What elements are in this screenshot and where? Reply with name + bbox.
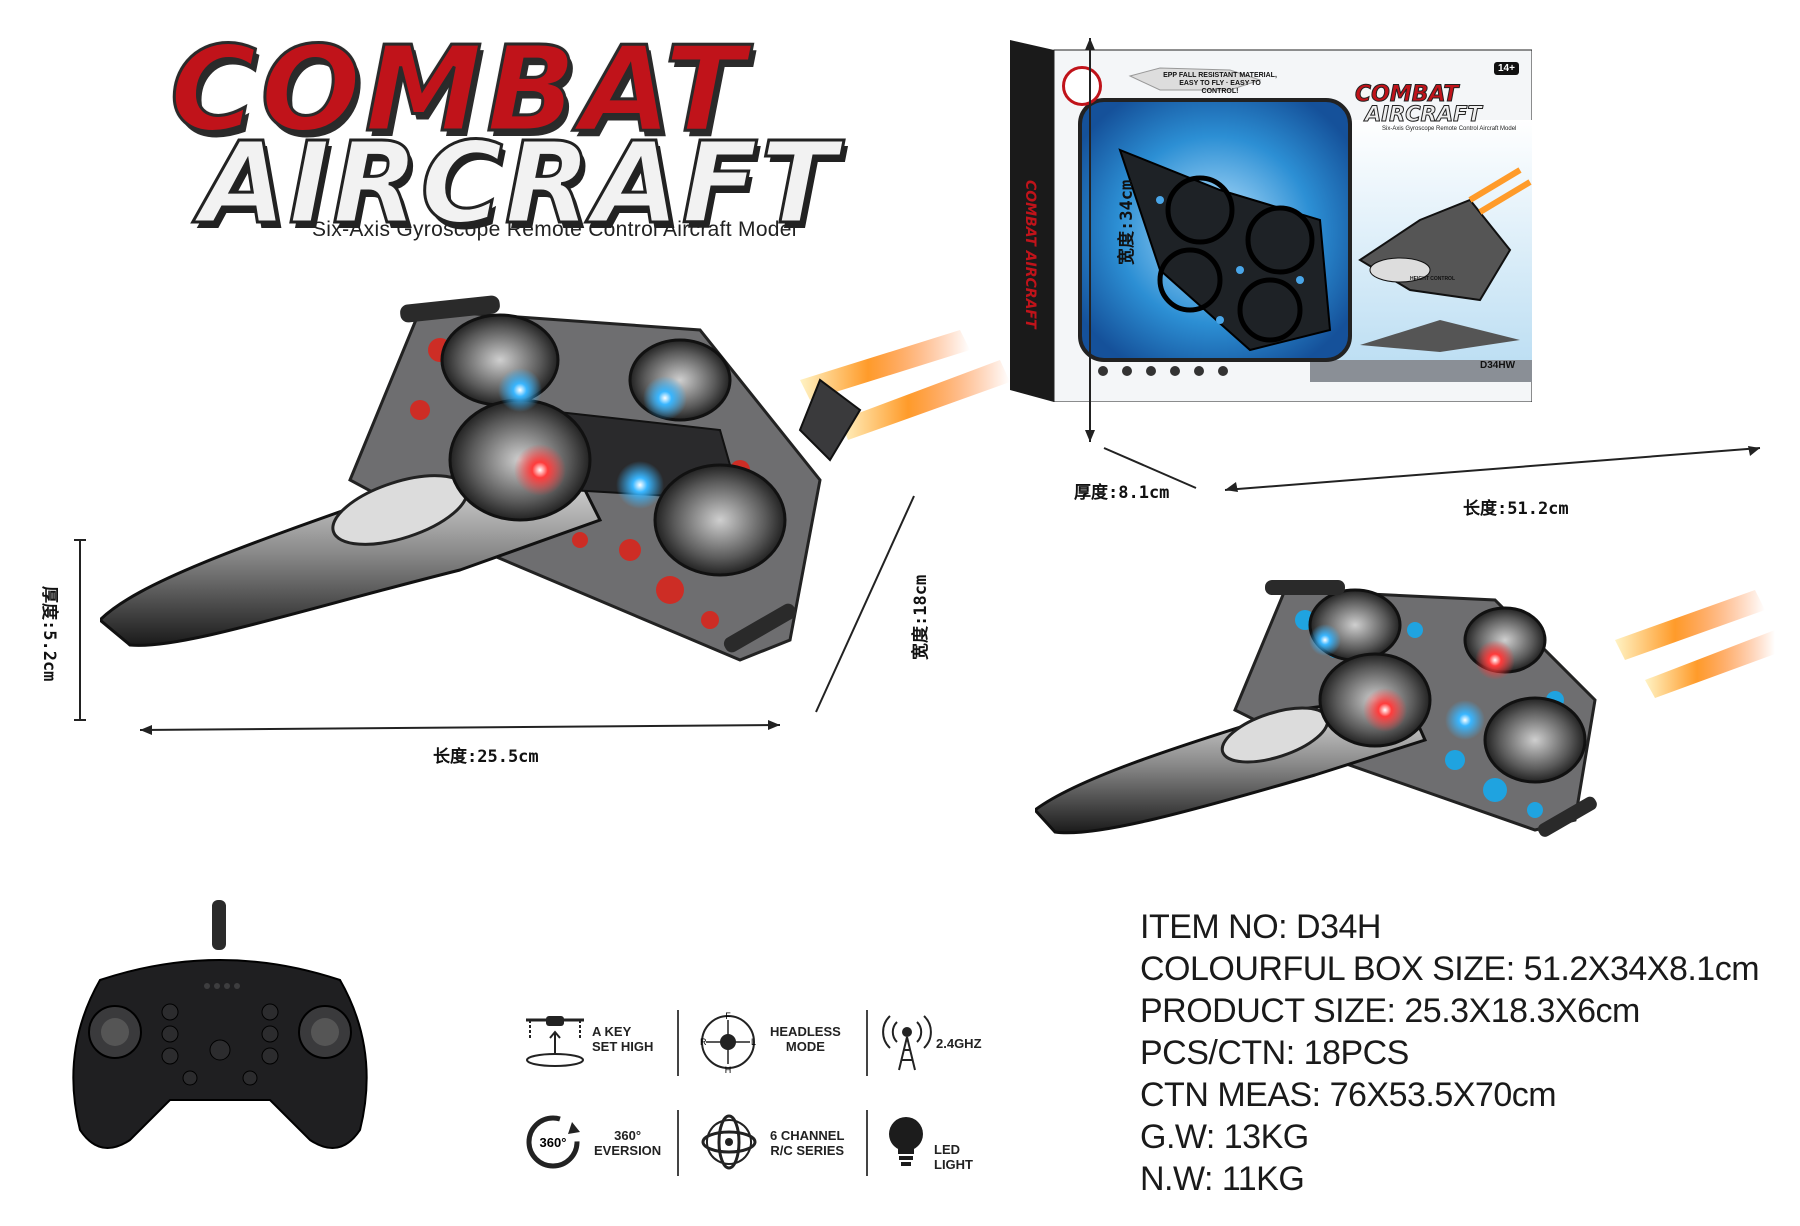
product-width-line [815,495,915,713]
aircraft-red-image [100,295,1010,662]
box-dimension-lines [1085,38,1761,492]
spec-gross-weight: G.W: 13KG [1140,1118,1309,1156]
box-logo-line2: AIRCRAFT [1365,102,1483,126]
age-badge: 14+ [1494,62,1519,75]
spec-item-no: ITEM NO: D34H [1140,908,1381,946]
box-logo-line1: COMBAT [1354,82,1459,107]
product-thickness-label: 厚度:5.2cm [39,586,59,682]
brand-logo-icon [1062,66,1102,106]
drone-height-icon [526,1016,584,1067]
box-depth-label: 厚度:8.1cm [1074,483,1170,503]
box-height-label: 宽度:34cm [1117,179,1137,265]
title-aircraft: AIRCRAFT [199,119,839,249]
product-box: EPP FALL RESISTANT MATERIAL, EASY TO FLY… [1010,40,1532,402]
svg-text:360°: 360° [540,1135,567,1150]
compass-letter-h: H [725,1065,732,1074]
feature-label-channel: 6 CHANNEL R/C SERIES [770,1128,845,1158]
compass-letter-f: F [725,1011,731,1021]
rotate-360-icon: 360° [526,1115,580,1169]
feature-label-frequency: 2.4GHZ [936,1036,982,1051]
feature-label-eversion: 360° EVERSION [594,1128,662,1158]
box-height-control: HEIGHT CONTROL [1410,276,1455,282]
gyro-icon [701,1114,757,1170]
bulb-icon [889,1117,923,1166]
title-combat: COMBAT [169,20,749,158]
feature-label-headless: HEADLESS MODE [770,1024,841,1054]
spec-box-size: COLOURFUL BOX SIZE: 51.2X34X8.1cm [1140,950,1760,988]
aircraft-blue-image [1035,580,1775,837]
title-subtitle: Six-Axis Gyroscope Remote Control Aircra… [312,218,797,241]
product-width-label: 宽度:18cm [911,574,931,660]
feature-divider [866,1010,868,1076]
feature-divider [866,1110,868,1176]
box-logo-sub: Six-Axis Gyroscope Remote Control Aircra… [1382,126,1517,132]
product-dimension-lines [74,539,781,735]
box-illustration [1010,40,1532,402]
compass-icon: F R L H [700,1011,756,1074]
box-feature-strip [1098,366,1228,376]
spec-product-size: PRODUCT SIZE: 25.3X18.3X6cm [1140,992,1640,1030]
product-length-label: 长度:25.5cm [433,747,539,767]
box-side-logo: COMBAT AIRCRAFT [1022,180,1038,329]
spec-ctn-meas: CTN MEAS: 76X53.5X70cm [1140,1076,1557,1114]
spec-pcs-ctn: PCS/CTN: 18PCS [1140,1034,1409,1072]
feature-grid: A KEY SET HIGH F R L H HEADLESS MODE 2.4… [520,1010,982,1176]
feature-label-set-high: A KEY SET HIGH [592,1024,654,1054]
box-banner: EPP FALL RESISTANT MATERIAL, EASY TO FLY… [1163,72,1277,95]
spec-net-weight: N.W: 11KG [1140,1160,1305,1198]
box-model-code: D34HW [1480,360,1516,371]
compass-letter-l: L [751,1037,756,1047]
compass-letter-r: R [700,1037,707,1047]
antenna-icon [882,1015,932,1071]
remote-controller-image [72,900,368,1149]
feature-divider [677,1010,679,1076]
feature-divider [677,1110,679,1176]
feature-label-led: LED LIGHT [934,1142,973,1172]
box-length-label: 长度:51.2cm [1463,499,1569,519]
